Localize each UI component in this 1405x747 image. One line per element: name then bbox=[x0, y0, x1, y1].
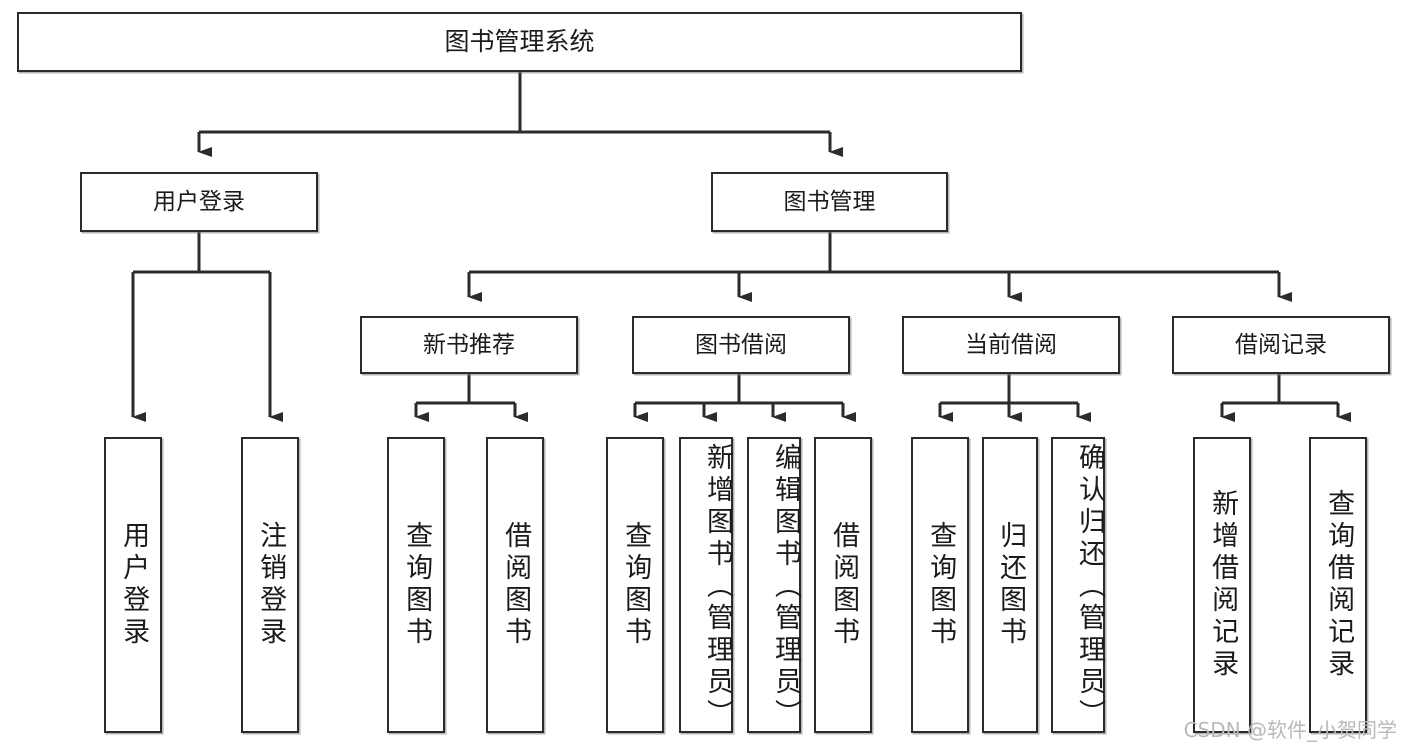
node-root[interactable]: 图书管理系统 bbox=[17, 12, 1022, 72]
node-book-borrow-label: 图书借阅 bbox=[695, 331, 787, 358]
node-leaf-logout[interactable]: 注销登录 bbox=[241, 437, 299, 733]
node-current-borrow[interactable]: 当前借阅 bbox=[902, 316, 1120, 374]
node-leaf-edit-book-admin-label: 编辑图书（管理员） bbox=[770, 443, 801, 731]
node-book-borrow[interactable]: 图书借阅 bbox=[632, 316, 850, 374]
node-borrow-record-label: 借阅记录 bbox=[1235, 331, 1327, 358]
node-leaf-borrow-book-new-label: 借阅图书 bbox=[500, 521, 532, 649]
node-leaf-borrow-book-new[interactable]: 借阅图书 bbox=[486, 437, 544, 733]
node-new-book-recommend-label: 新书推荐 bbox=[423, 331, 515, 358]
node-leaf-return-book[interactable]: 归还图书 bbox=[982, 437, 1038, 733]
node-leaf-query-book-new[interactable]: 查询图书 bbox=[387, 437, 445, 733]
node-new-book-recommend[interactable]: 新书推荐 bbox=[360, 316, 578, 374]
node-leaf-return-book-label: 归还图书 bbox=[995, 521, 1027, 649]
node-leaf-add-book-admin-label: 新增图书（管理员） bbox=[702, 443, 733, 731]
node-leaf-add-borrow-record[interactable]: 新增借阅记录 bbox=[1193, 437, 1251, 733]
node-user-login[interactable]: 用户登录 bbox=[80, 172, 318, 232]
node-leaf-query-borrow-record-label: 查询借阅记录 bbox=[1323, 489, 1355, 681]
node-book-management-label: 图书管理 bbox=[783, 188, 876, 215]
node-leaf-confirm-return-admin[interactable]: 确认归还（管理员） bbox=[1051, 437, 1105, 733]
node-leaf-borrow-book-borrow[interactable]: 借阅图书 bbox=[814, 437, 872, 733]
node-leaf-user-login-label: 用户登录 bbox=[118, 521, 150, 649]
node-leaf-query-borrow-record[interactable]: 查询借阅记录 bbox=[1309, 437, 1367, 733]
node-leaf-confirm-return-admin-label: 确认归还（管理员） bbox=[1074, 443, 1105, 731]
node-leaf-edit-book-admin[interactable]: 编辑图书（管理员） bbox=[747, 437, 801, 733]
node-current-borrow-label: 当前借阅 bbox=[965, 331, 1057, 358]
node-leaf-query-book-current-label: 查询图书 bbox=[925, 521, 957, 649]
node-leaf-borrow-book-borrow-label: 借阅图书 bbox=[828, 521, 860, 649]
node-book-management[interactable]: 图书管理 bbox=[711, 172, 948, 232]
node-leaf-add-borrow-record-label: 新增借阅记录 bbox=[1207, 489, 1239, 681]
watermark: CSDN @软件_小贺同学 bbox=[1183, 718, 1397, 742]
node-root-label: 图书管理系统 bbox=[444, 26, 595, 56]
node-borrow-record[interactable]: 借阅记录 bbox=[1172, 316, 1390, 374]
node-leaf-query-book-borrow[interactable]: 查询图书 bbox=[606, 437, 664, 733]
node-leaf-user-login[interactable]: 用户登录 bbox=[104, 437, 162, 733]
node-leaf-query-book-current[interactable]: 查询图书 bbox=[911, 437, 969, 733]
node-leaf-logout-label: 注销登录 bbox=[255, 521, 287, 649]
node-user-login-label: 用户登录 bbox=[153, 188, 245, 215]
node-leaf-add-book-admin[interactable]: 新增图书（管理员） bbox=[679, 437, 733, 733]
node-leaf-query-book-borrow-label: 查询图书 bbox=[620, 521, 652, 649]
node-leaf-query-book-new-label: 查询图书 bbox=[401, 521, 433, 649]
